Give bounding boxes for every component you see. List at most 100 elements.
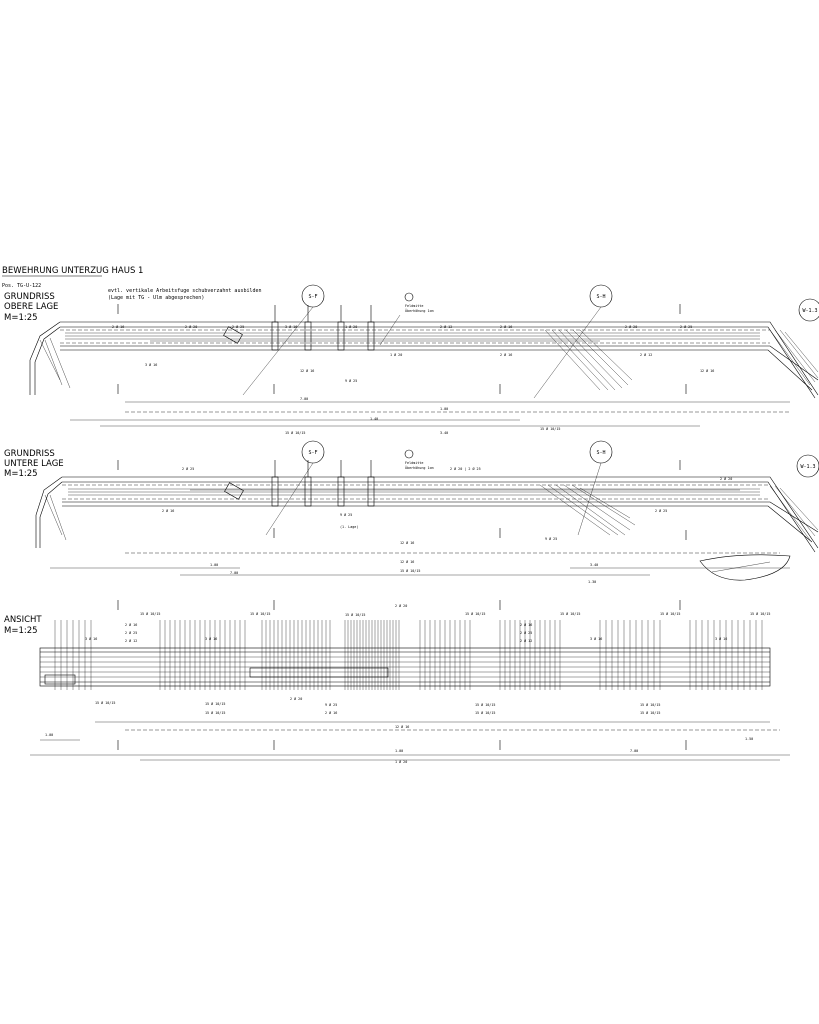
svg-text:1 Ø 20: 1 Ø 20 bbox=[345, 324, 357, 329]
svg-text:Überhöhung 1cm: Überhöhung 1cm bbox=[405, 465, 434, 470]
svg-text:1 Ø 20: 1 Ø 20 bbox=[395, 759, 407, 764]
view3-label1: ANSICHT bbox=[4, 615, 42, 625]
svg-text:15 Ø 10/15: 15 Ø 10/15 bbox=[465, 611, 485, 616]
svg-text:3.40: 3.40 bbox=[590, 563, 598, 567]
svg-text:3 Ø 16: 3 Ø 16 bbox=[145, 362, 157, 367]
svg-text:2 Ø 20: 2 Ø 20 bbox=[395, 603, 407, 608]
view1-label1: GRUNDRISS bbox=[4, 292, 55, 302]
position-number: Pos. TG-U-122 bbox=[2, 283, 41, 289]
svg-text:15 Ø 10/15: 15 Ø 10/15 bbox=[95, 700, 115, 705]
svg-text:2 Ø 25: 2 Ø 25 bbox=[125, 630, 137, 635]
plan-upper-layer: 2 Ø 16 2 Ø 20 2 Ø 25 3 Ø 16 1 Ø 20 2 Ø 1… bbox=[29, 304, 819, 435]
svg-text:2 Ø 12: 2 Ø 12 bbox=[640, 352, 652, 357]
svg-text:1.00: 1.00 bbox=[440, 407, 448, 411]
svg-text:15 Ø 10/15: 15 Ø 10/15 bbox=[540, 426, 560, 431]
svg-text:9 Ø 25: 9 Ø 25 bbox=[340, 512, 352, 517]
svg-text:9 Ø 25: 9 Ø 25 bbox=[545, 536, 557, 541]
svg-text:2 Ø 25: 2 Ø 25 bbox=[232, 324, 244, 329]
svg-text:Feldmitte: Feldmitte bbox=[405, 461, 423, 465]
view1-label2: OBERE LAGE bbox=[4, 302, 58, 312]
plan-lower-layer: 2 Ø 25 2 Ø 20 | 2 Ø 25 2 Ø 16 9 Ø 25 (1.… bbox=[35, 460, 819, 584]
svg-text:Überhöhung 1cm: Überhöhung 1cm bbox=[405, 308, 434, 313]
feldmitte-callout-mid: Feldmitte Überhöhung 1cm bbox=[404, 449, 434, 470]
svg-text:3 Ø 16: 3 Ø 16 bbox=[715, 636, 727, 641]
svg-text:15 Ø 10/15: 15 Ø 10/15 bbox=[205, 701, 225, 706]
svg-text:2 Ø 20: 2 Ø 20 bbox=[720, 476, 732, 481]
section-marker-s-f-mid: S-F bbox=[265, 440, 325, 536]
svg-text:15 Ø 10/15: 15 Ø 10/15 bbox=[205, 710, 225, 715]
section-marker-s-h-top: S-H bbox=[533, 284, 613, 399]
svg-text:15 Ø 10/15: 15 Ø 10/15 bbox=[140, 611, 160, 616]
svg-text:S-F: S-F bbox=[308, 294, 317, 300]
svg-text:2 Ø 16: 2 Ø 16 bbox=[520, 622, 532, 627]
svg-text:15 Ø 10/15: 15 Ø 10/15 bbox=[750, 611, 770, 616]
svg-text:2 Ø 25: 2 Ø 25 bbox=[182, 466, 194, 471]
svg-text:2 Ø 16: 2 Ø 16 bbox=[112, 324, 124, 329]
svg-text:7.00: 7.00 bbox=[630, 749, 638, 753]
svg-text:2 Ø 12: 2 Ø 12 bbox=[125, 638, 137, 643]
svg-text:15 Ø 10/15: 15 Ø 10/15 bbox=[250, 611, 270, 616]
svg-text:12 Ø 16: 12 Ø 16 bbox=[300, 368, 314, 373]
svg-text:2 Ø 12: 2 Ø 12 bbox=[440, 324, 452, 329]
elevation-view: 15 Ø 10/15 15 Ø 10/15 15 Ø 10/15 2 Ø 20 … bbox=[30, 600, 790, 764]
svg-text:3 Ø 16: 3 Ø 16 bbox=[285, 324, 297, 329]
svg-text:15 Ø 10/15: 15 Ø 10/15 bbox=[400, 568, 420, 573]
section-marker-s-h-mid: S-H bbox=[577, 440, 613, 536]
svg-text:Feldmitte: Feldmitte bbox=[405, 304, 423, 308]
svg-text:15 Ø 10/15: 15 Ø 10/15 bbox=[475, 702, 495, 707]
svg-text:2 Ø 25: 2 Ø 25 bbox=[655, 508, 667, 513]
svg-text:12 Ø 16: 12 Ø 16 bbox=[400, 540, 414, 545]
view2-label2: UNTERE LAGE bbox=[4, 459, 64, 469]
svg-text:1.00: 1.00 bbox=[395, 749, 403, 753]
svg-text:2 Ø 25: 2 Ø 25 bbox=[680, 324, 692, 329]
svg-text:7.00: 7.00 bbox=[300, 397, 308, 401]
view2-label1: GRUNDRISS bbox=[4, 449, 55, 459]
joint-note-line1: evtl. vertikale Arbeitsfuge schubverzahn… bbox=[108, 288, 262, 294]
svg-text:7.00: 7.00 bbox=[230, 571, 238, 575]
svg-text:2 Ø 20: 2 Ø 20 bbox=[290, 696, 302, 701]
svg-text:2 Ø 16: 2 Ø 16 bbox=[325, 710, 337, 715]
feldmitte-callout-top: Feldmitte Überhöhung 1cm bbox=[379, 292, 434, 346]
svg-text:1.30: 1.30 bbox=[588, 580, 596, 584]
svg-text:3.40: 3.40 bbox=[440, 431, 448, 435]
view3-scale: M=1:25 bbox=[4, 626, 38, 636]
svg-text:2 Ø 20 | 2 Ø 25: 2 Ø 20 | 2 Ø 25 bbox=[450, 466, 481, 471]
svg-text:S-F: S-F bbox=[308, 450, 317, 456]
svg-text:W-1.3: W-1.3 bbox=[800, 464, 815, 470]
svg-text:(1. Lage): (1. Lage) bbox=[340, 525, 358, 529]
svg-text:2 Ø 25: 2 Ø 25 bbox=[520, 630, 532, 635]
svg-text:2 Ø 16: 2 Ø 16 bbox=[500, 324, 512, 329]
svg-text:12 Ø 16: 12 Ø 16 bbox=[400, 559, 414, 564]
svg-text:15 Ø 10/15: 15 Ø 10/15 bbox=[640, 710, 660, 715]
svg-text:2 Ø 20: 2 Ø 20 bbox=[625, 324, 637, 329]
svg-text:S-H: S-H bbox=[596, 294, 605, 300]
svg-text:15 Ø 10/15: 15 Ø 10/15 bbox=[660, 611, 680, 616]
svg-text:W-1.3: W-1.3 bbox=[802, 308, 817, 314]
svg-text:1.00: 1.00 bbox=[210, 563, 218, 567]
svg-text:1 Ø 20: 1 Ø 20 bbox=[390, 352, 402, 357]
drawing-title: BEWEHRUNG UNTERZUG HAUS 1 bbox=[2, 266, 143, 276]
svg-text:1.00: 1.00 bbox=[45, 733, 53, 737]
svg-text:12 Ø 16: 12 Ø 16 bbox=[395, 724, 409, 729]
svg-text:3 Ø 16: 3 Ø 16 bbox=[205, 636, 217, 641]
svg-text:S-H: S-H bbox=[596, 450, 605, 456]
svg-text:15 Ø 10/15: 15 Ø 10/15 bbox=[345, 612, 365, 617]
svg-text:15 Ø 10/15: 15 Ø 10/15 bbox=[475, 710, 495, 715]
section-marker-w13-mid: W-1.3 bbox=[796, 454, 819, 478]
view2-scale: M=1:25 bbox=[4, 469, 38, 479]
joint-note-line2: (Lage mit TG - Ulm abgesprechen) bbox=[108, 295, 204, 301]
section-marker-w13-top: W-1.3 bbox=[798, 298, 819, 322]
svg-text:2 Ø 16: 2 Ø 16 bbox=[162, 508, 174, 513]
svg-text:3 Ø 16: 3 Ø 16 bbox=[85, 636, 97, 641]
svg-text:2 Ø 20: 2 Ø 20 bbox=[185, 324, 197, 329]
svg-text:15 Ø 10/15: 15 Ø 10/15 bbox=[560, 611, 580, 616]
svg-text:2 Ø 16: 2 Ø 16 bbox=[500, 352, 512, 357]
svg-text:1.50: 1.50 bbox=[745, 737, 753, 741]
svg-text:9 Ø 25: 9 Ø 25 bbox=[345, 378, 357, 383]
svg-text:9 Ø 25: 9 Ø 25 bbox=[325, 702, 337, 707]
section-marker-s-f-top: S-F bbox=[242, 284, 325, 396]
svg-text:15 Ø 10/15: 15 Ø 10/15 bbox=[285, 430, 305, 435]
svg-text:2 Ø 12: 2 Ø 12 bbox=[520, 638, 532, 643]
view1-scale: M=1:25 bbox=[4, 313, 38, 323]
